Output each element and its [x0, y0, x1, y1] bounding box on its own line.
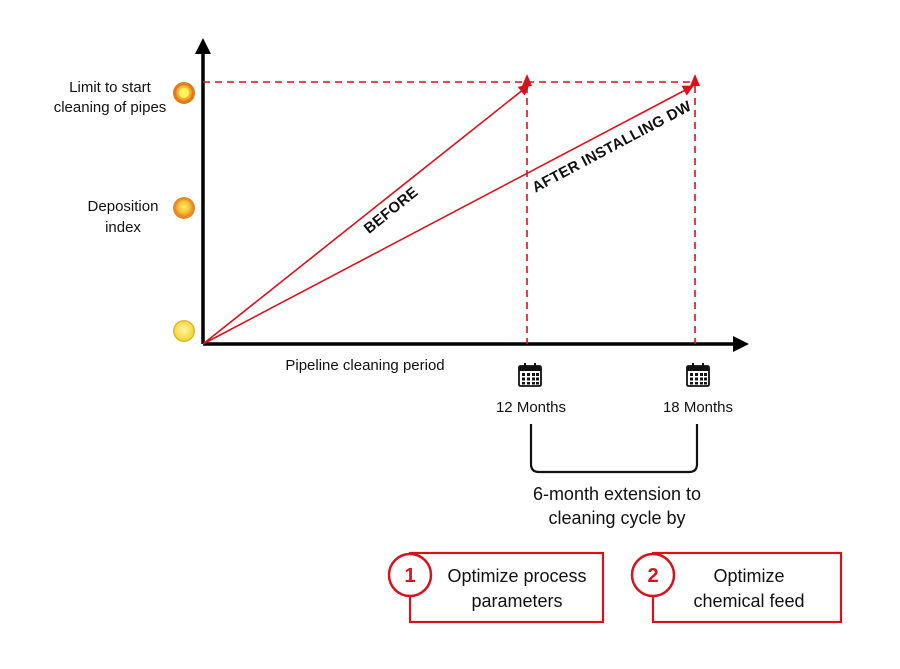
limit-label-line2: cleaning of pipes: [54, 99, 167, 116]
extension-text-line2: cleaning cycle by: [548, 508, 685, 528]
y-axis-arrowhead: [195, 38, 211, 54]
deposition-label-line1: Deposition: [88, 198, 159, 215]
level-dot-icon-bottom: [173, 320, 195, 342]
option-card-1: 1 Optimize process parameters: [387, 551, 605, 624]
option-text-1-line1: Optimize process: [447, 566, 586, 586]
after-line: [202, 85, 694, 345]
level-dot-icon-top: [173, 82, 195, 104]
dashed-guides: [203, 81, 696, 344]
deposition-label-line2: index: [105, 219, 141, 236]
extension-text-line1: 6-month extension to: [533, 484, 701, 504]
option-text-2-line1: Optimize: [713, 566, 784, 586]
option-text-1-line2: parameters: [471, 591, 562, 611]
level-dot-icon-middle: [173, 197, 195, 219]
limit-label-line1: Limit to start: [69, 79, 152, 96]
option-number-2: 2: [647, 565, 658, 587]
option-text-2-line2: chemical feed: [693, 591, 804, 611]
x-axis-arrowhead: [733, 336, 749, 352]
tick-label-12-months: 12 Months: [496, 399, 566, 416]
option-number-1: 1: [404, 565, 415, 587]
calendar-icon: [518, 363, 542, 387]
x-axis-label: Pipeline cleaning period: [285, 357, 444, 374]
axes: [195, 38, 749, 352]
calendar-icon: [686, 363, 710, 387]
tick-label-18-months: 18 Months: [663, 399, 733, 416]
dashed-arrowhead-12: [522, 74, 532, 86]
option-card-2: 2 Optimize chemical feed: [630, 551, 843, 624]
extension-bracket: [529, 424, 699, 474]
before-line: [202, 84, 530, 345]
after-installing-label: AFTER INSTALLING DW: [529, 98, 695, 197]
dashed-arrowhead-18: [690, 74, 700, 86]
